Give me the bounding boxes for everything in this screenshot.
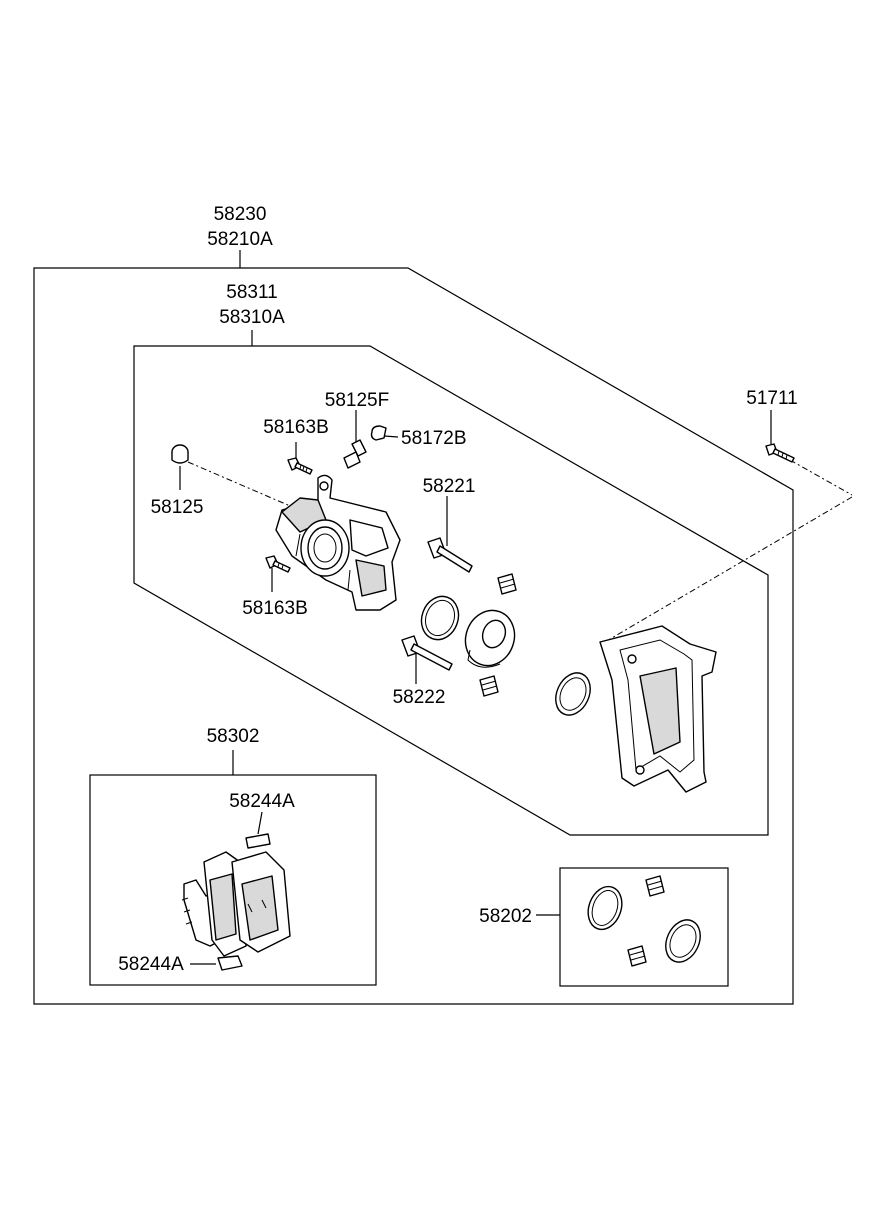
piston-part <box>464 609 516 668</box>
bolt-upper-part <box>287 442 313 475</box>
bleeder-screw-part <box>343 410 367 469</box>
caliper-frame <box>133 330 769 836</box>
bolt-right-part <box>765 410 795 463</box>
shim-upper-part <box>245 833 271 849</box>
brake-pads-part <box>181 851 291 957</box>
label-caliper-secondary: 58310A <box>219 307 285 328</box>
caliper-bracket-part <box>599 625 717 793</box>
cap-part <box>171 444 189 490</box>
seal-kit-frame <box>559 867 729 987</box>
pad-kit-frame <box>89 774 377 986</box>
dash-line-bracket <box>604 496 853 643</box>
guide-pin-lower-part <box>401 635 453 684</box>
seal-kit-boot-lower-part <box>627 945 647 967</box>
boot-upper-part <box>497 573 517 595</box>
label-assembly-primary: 58230 <box>214 204 267 225</box>
boot-lower-part <box>479 675 499 697</box>
shim-upper-leader <box>257 811 263 835</box>
label-shim-lower: 58244A <box>118 954 184 975</box>
label-bolt-lower: 58163B <box>242 598 308 619</box>
label-cap: 58125 <box>151 497 204 518</box>
guide-pin-upper-part <box>427 496 473 573</box>
piston-seal-part <box>555 672 591 716</box>
label-guide-pin-upper: 58221 <box>423 476 476 497</box>
label-shim-upper: 58244A <box>229 791 295 812</box>
bleeder-cap-part <box>370 425 399 441</box>
shim-lower-part <box>217 955 243 971</box>
caliper-body-part <box>275 474 401 611</box>
label-bolt-upper: 58163B <box>263 417 329 438</box>
label-bleeder-cap: 58172B <box>401 428 467 449</box>
label-pad-kit: 58302 <box>207 726 260 747</box>
bolt-lower-part <box>265 555 291 592</box>
o-ring-part <box>420 595 460 641</box>
seal-kit-o-ring-part <box>587 885 623 931</box>
label-seal-kit: 58202 <box>479 906 532 927</box>
label-guide-pin-lower: 58222 <box>393 687 446 708</box>
assembly-frame <box>33 250 794 1005</box>
label-assembly-secondary: 58210A <box>207 229 273 250</box>
label-bolt-right: 51711 <box>746 388 797 409</box>
dash-line-bolt-right <box>789 459 853 496</box>
seal-kit-piston-seal-part <box>665 919 701 963</box>
label-caliper-primary: 58311 <box>226 282 277 303</box>
seal-kit-boot-upper-part <box>645 875 665 897</box>
label-bleeder-screw: 58125F <box>325 390 389 411</box>
